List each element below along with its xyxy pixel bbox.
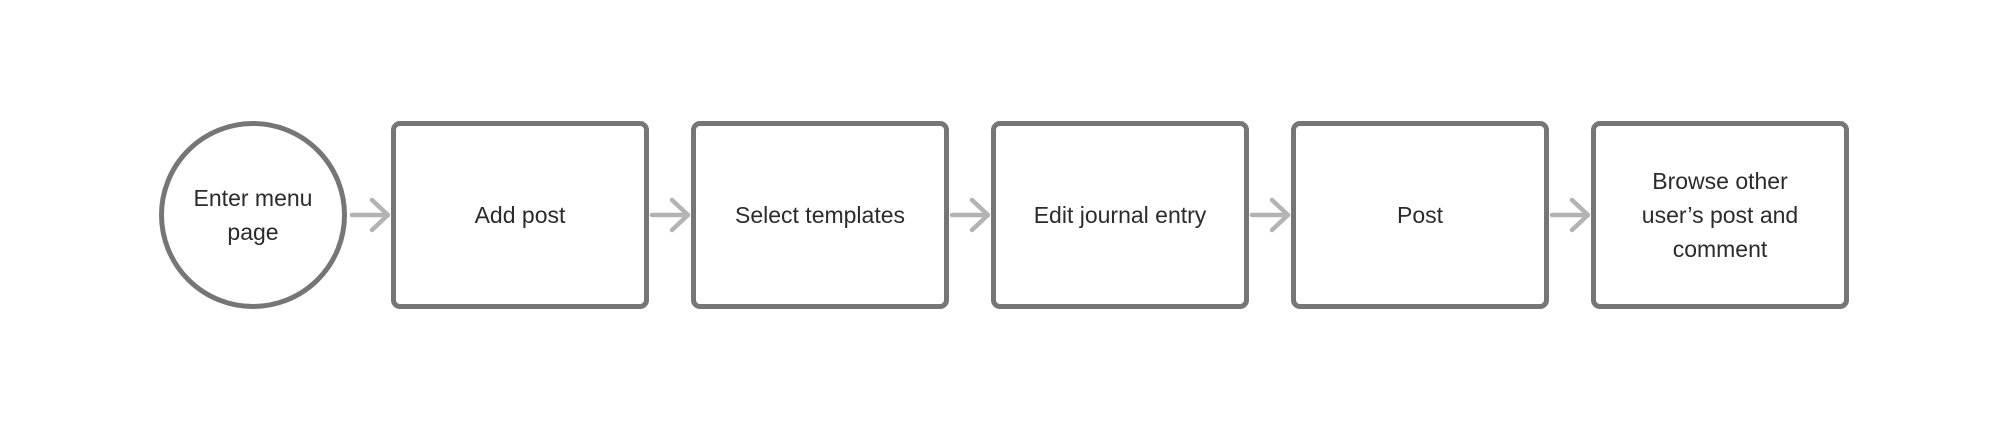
step-select-templates: Select templates	[691, 121, 949, 309]
start-node-label: Enter menu page	[193, 185, 313, 245]
arrow-right-icon	[349, 197, 391, 233]
step-browse-and-comment: Browse other user’s post and comment	[1591, 121, 1849, 309]
step-label: Add post	[474, 202, 566, 228]
step-label: Browse other user’s post and comment	[1641, 168, 1799, 262]
start-node: Enter menu page	[159, 121, 347, 309]
step-add-post: Add post	[391, 121, 649, 309]
arrow-right-icon	[1249, 197, 1291, 233]
arrow-right-icon	[649, 197, 691, 233]
step-edit-journal-entry: Edit journal entry	[991, 121, 1249, 309]
step-label: Post	[1396, 202, 1444, 228]
step-label: Select templates	[734, 202, 906, 228]
arrow-right-icon	[1549, 197, 1591, 233]
step-label: Edit journal entry	[1033, 202, 1207, 228]
arrow-right-icon	[949, 197, 991, 233]
step-post: Post	[1291, 121, 1549, 309]
